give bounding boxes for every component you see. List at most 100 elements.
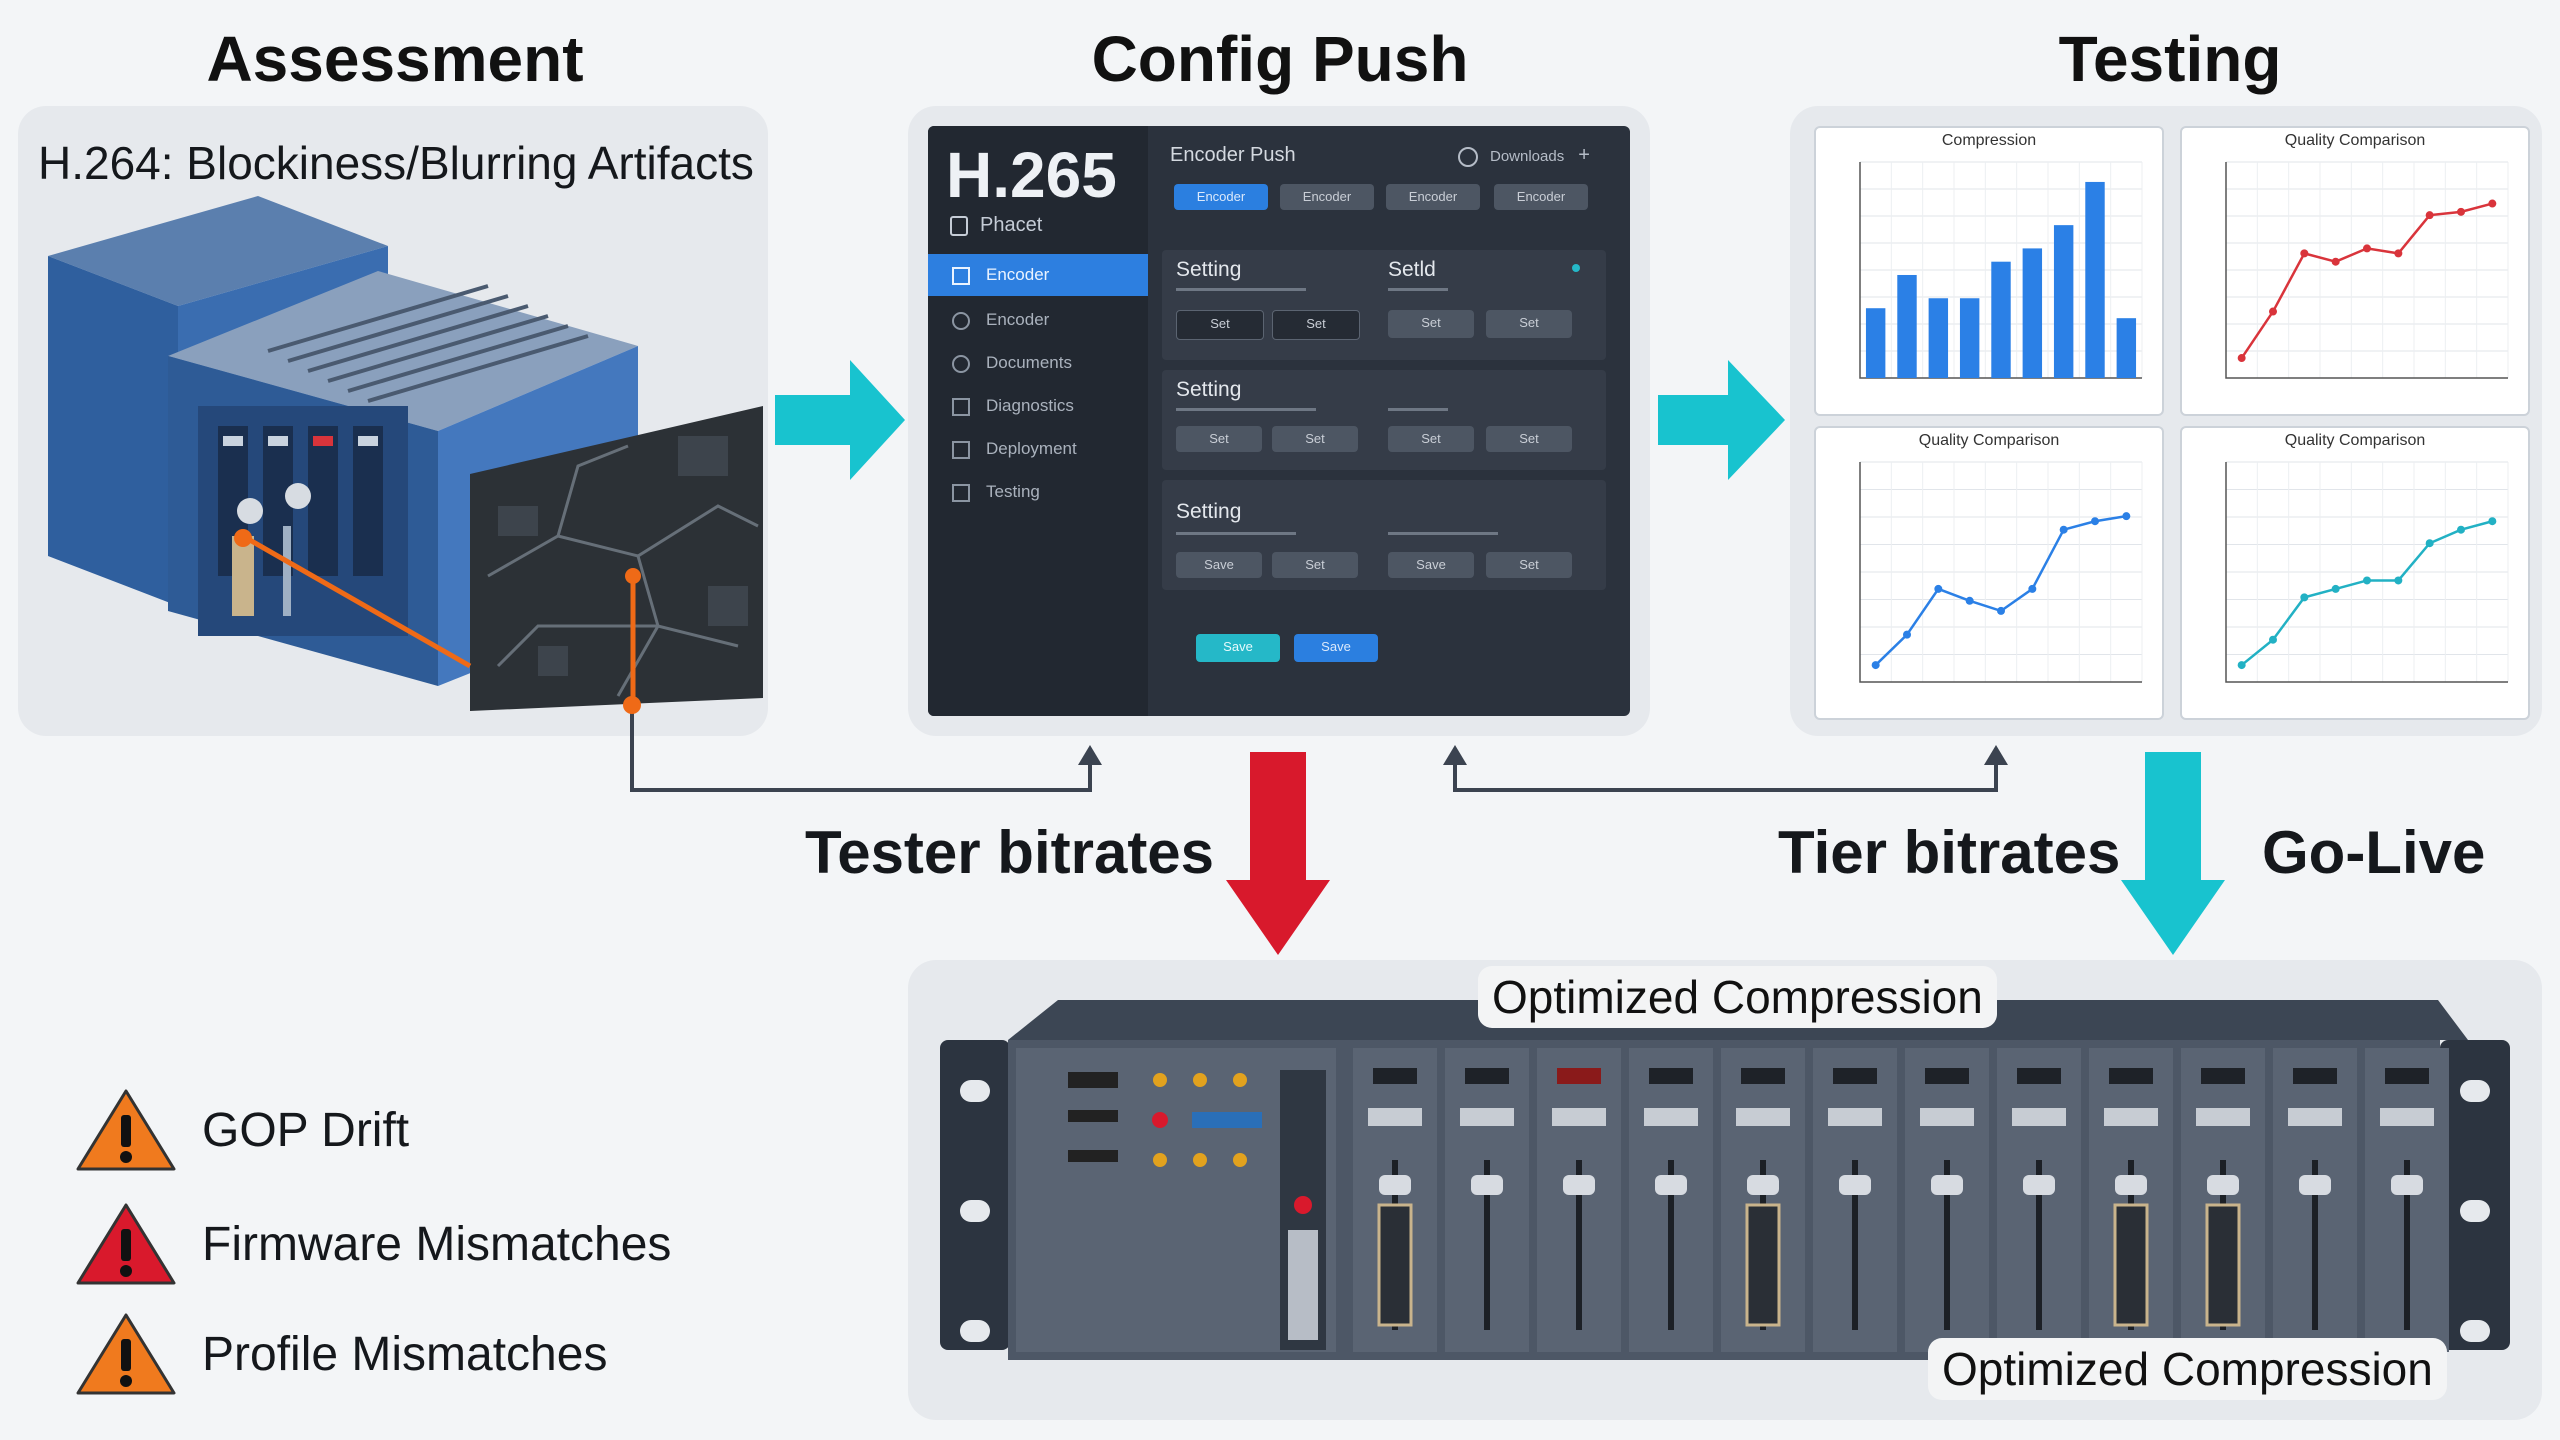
section-2-button-2[interactable]: Set <box>1272 426 1358 452</box>
chart-point <box>1997 606 2005 615</box>
encoder-hardware-illustration <box>48 196 763 711</box>
section-1-title: Setting <box>1176 258 1242 281</box>
tab-encoder-1[interactable]: Encoder <box>1174 184 1268 210</box>
chart-bar <box>1865 308 1886 378</box>
settings-section-3: Setting Save Set Save Set <box>1162 480 1606 590</box>
warning-profile: Profile Mismatches <box>74 1309 634 1399</box>
rack-module <box>1905 1048 1989 1352</box>
warning-text: GOP Drift <box>202 1104 410 1157</box>
chart-series-line <box>1874 514 2127 666</box>
config-logo: H.265 <box>946 139 1117 211</box>
chart-2-title: Quality Comparison <box>2284 132 2426 149</box>
chart-4-title: Quality Comparison <box>2284 432 2426 449</box>
chart-bar <box>2053 225 2074 378</box>
assessment-caption: H.264: Blockiness/Blurring Artifacts <box>38 137 754 189</box>
section-2-subtitle-right <box>1388 408 1448 411</box>
chart-3 <box>1859 461 2143 683</box>
home-icon <box>952 267 970 285</box>
chart-bar <box>1897 274 1917 378</box>
rack-module <box>1537 1048 1621 1352</box>
assessment-panel: H.264: Blockiness/Blurring Artifacts <box>18 106 768 736</box>
sidebar-item-testing[interactable]: Testing <box>928 471 1148 513</box>
chart-bar <box>1959 298 1980 378</box>
sidebar-item-label: Testing <box>986 482 1040 501</box>
chart-card-3: Quality Comparison <box>1814 426 2164 720</box>
config-logo-sub-text: Phacet <box>980 214 1043 236</box>
warning-icon <box>76 1203 176 1285</box>
section-1-button-1[interactable]: Set <box>1176 310 1264 340</box>
section-1-subtitle <box>1176 288 1306 291</box>
rack-label-top: Optimized Compression <box>1478 966 1997 1028</box>
sidebar-item-label: Documents <box>986 353 1072 372</box>
section-3-button-1[interactable]: Save <box>1176 552 1262 578</box>
chart-point <box>1871 661 1880 670</box>
chart-point <box>1934 584 1943 593</box>
settings-section-1: Setting Setld Set Set Set Set <box>1162 250 1606 360</box>
save-button-1[interactable]: Save <box>1196 634 1280 662</box>
rack-module <box>2181 1048 2265 1352</box>
chart-point <box>2028 584 2037 593</box>
connector-tier <box>1453 760 1998 792</box>
gear-icon <box>952 312 970 330</box>
chart-bar <box>2022 248 2043 378</box>
section-2-button-3[interactable]: Set <box>1388 426 1474 452</box>
sidebar-item-label: Diagnostics <box>986 396 1074 415</box>
config-header-right[interactable]: Downloads+ <box>1458 144 1590 168</box>
rack-module <box>1813 1048 1897 1352</box>
chart-card-1: Compression <box>1814 126 2164 416</box>
rack-module <box>1629 1048 1713 1352</box>
sidebar-item-deployment[interactable]: Deployment <box>928 428 1148 470</box>
file-icon <box>952 441 970 459</box>
section-3-subtitle-right <box>1388 532 1498 535</box>
sidebar-item-encoder-2[interactable]: Encoder <box>928 299 1148 341</box>
chart-axis <box>2225 162 2508 379</box>
section-2-button-4[interactable]: Set <box>1486 426 1572 452</box>
chart-point <box>2394 249 2403 258</box>
heading-testing: Testing <box>2058 23 2282 95</box>
chart-point <box>2300 249 2309 258</box>
file-icon <box>952 398 970 416</box>
section-3-button-3[interactable]: Save <box>1388 552 1474 578</box>
section-1-button-3[interactable]: Set <box>1388 310 1474 338</box>
section-3-button-2[interactable]: Set <box>1272 552 1358 578</box>
chart-bar <box>2085 181 2105 378</box>
rack-module <box>1997 1048 2081 1352</box>
rack-label-bottom: Optimized Compression <box>1928 1338 2447 1400</box>
sidebar-item-encoder[interactable]: Encoder <box>928 254 1148 296</box>
chart-point <box>2425 539 2434 548</box>
sidebar-item-label: Deployment <box>986 439 1077 458</box>
chart-point <box>2425 211 2434 220</box>
chart-axis <box>1859 162 2142 379</box>
warning-icon <box>76 1313 176 1395</box>
section-3-button-4[interactable]: Set <box>1486 552 1572 578</box>
chart-point <box>2059 525 2068 534</box>
section-2-button-1[interactable]: Set <box>1176 426 1262 452</box>
section-1-button-2[interactable]: Set <box>1272 310 1360 340</box>
label-tier-bitrates: Tier bitrates <box>1778 819 2121 886</box>
encoder-config-window: H.265 Phacet Encoder Encoder Documents D… <box>928 126 1630 716</box>
tab-encoder-4[interactable]: Encoder <box>1494 184 1588 210</box>
chart-1-title: Compression <box>1941 132 2037 149</box>
user-icon <box>1458 147 1478 168</box>
chart-point <box>2300 593 2309 602</box>
sidebar-item-documents[interactable]: Documents <box>928 342 1148 384</box>
chart-axis <box>2225 462 2508 683</box>
chart-point <box>2394 576 2403 585</box>
chart-point <box>2269 307 2277 316</box>
chart-bar <box>2116 318 2137 378</box>
tab-encoder-3[interactable]: Encoder <box>1386 184 1480 210</box>
chart-point <box>2331 257 2340 266</box>
rack-modules <box>1353 1048 2449 1352</box>
chart-point <box>2269 635 2277 644</box>
section-1-button-4[interactable]: Set <box>1486 310 1572 338</box>
status-dot <box>1572 264 1580 272</box>
save-button-2[interactable]: Save <box>1294 634 1378 662</box>
chart-bar <box>1928 298 1949 378</box>
chart-4 <box>2225 461 2509 683</box>
rack-module <box>1445 1048 1529 1352</box>
plus-icon: + <box>1578 144 1590 166</box>
chart-point <box>2363 244 2371 253</box>
sidebar-item-diagnostics[interactable]: Diagnostics <box>928 385 1148 427</box>
tab-encoder-2[interactable]: Encoder <box>1280 184 1374 210</box>
config-logo-sub: Phacet <box>950 214 1042 237</box>
